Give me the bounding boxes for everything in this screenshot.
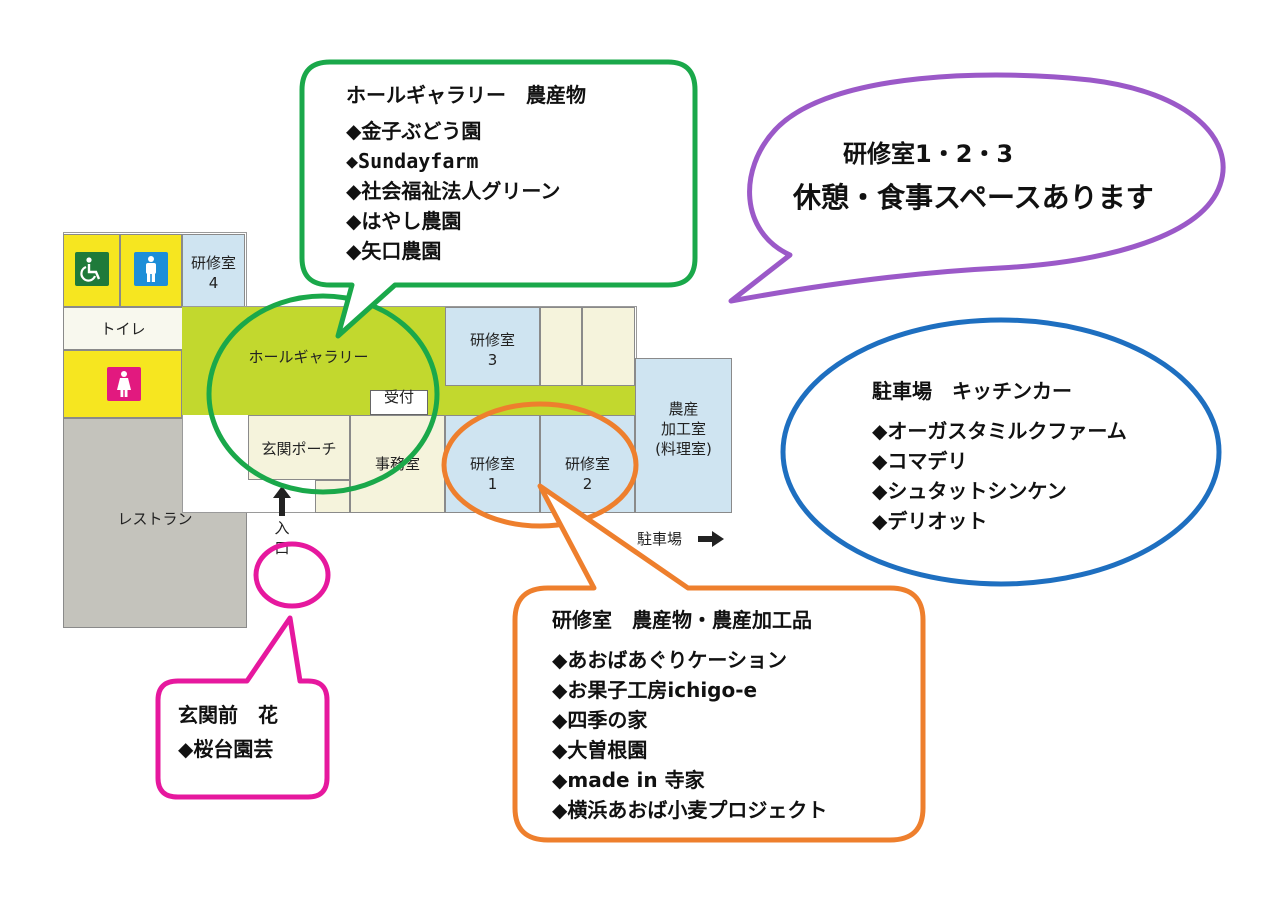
training-room-3-label: 研修室 3	[469, 331, 515, 369]
restaurant-label: レストラン	[117, 510, 193, 528]
parking-callout: 駐車場 キッチンカー ◆オーガスタミルクファーム ◆コマデリ ◆シュタットシンケ…	[872, 378, 1192, 536]
list-item: ◆はやし農園	[346, 209, 462, 233]
entrance-callout-title: 玄関前 花	[178, 703, 278, 727]
hall-callout-bubble	[299, 59, 698, 339]
list-item: ◆矢口農園	[346, 239, 442, 263]
list-item: ◆コマデリ	[872, 449, 968, 473]
list-item: ◆デリオット	[872, 509, 988, 533]
toilet-label: トイレ	[100, 320, 146, 338]
right-arrow-icon	[698, 531, 724, 551]
entrance-callout-bubble	[155, 615, 330, 800]
list-item: ◆made in 寺家	[552, 768, 705, 792]
entrance-step	[315, 480, 350, 513]
processing-room-label: 農産 加工室 (料理室)	[655, 400, 712, 458]
list-item: ◆シュタットシンケン	[872, 479, 1067, 503]
womens-toilet	[63, 350, 182, 418]
training-room-1-label: 研修室 1	[469, 455, 515, 493]
storage-room-b	[582, 307, 635, 386]
training-room-3: 研修室 3	[445, 307, 540, 386]
hall-callout-list: ◆金子ぶどう園 ◆Sundayfarm ◆社会福祉法人グリーン ◆はやし農園 ◆…	[346, 116, 686, 266]
list-item: ◆大曽根園	[552, 738, 648, 762]
parking-label: 駐車場	[637, 530, 683, 548]
hall-callout-title: ホールギャラリー 農産物	[346, 83, 586, 107]
entrance-highlight-circle	[253, 541, 331, 609]
corridor	[445, 386, 635, 415]
parking-callout-bubble	[780, 317, 1222, 587]
hall-callout: ホールギャラリー 農産物 ◆金子ぶどう園 ◆Sundayfarm ◆社会福祉法人…	[346, 82, 686, 266]
training-room-4-label: 研修室 4	[190, 254, 236, 292]
list-item: ◆あおばあぐりケーション	[552, 648, 787, 672]
training-room-2-label: 研修室 2	[564, 455, 610, 493]
entrance-callout: 玄関前 花 ◆桜台園芸	[178, 702, 328, 764]
training-callout: 研修室 農産物・農産加工品 ◆あおばあぐりケーション ◆お果子工房ichigo-…	[552, 607, 912, 825]
hall-gallery-label: ホールギャラリー	[248, 348, 369, 366]
parking-callout-list: ◆オーガスタミルクファーム ◆コマデリ ◆シュタットシンケン ◆デリオット	[872, 416, 1192, 536]
entrance-callout-list: ◆桜台園芸	[178, 734, 328, 764]
list-item: ◆オーガスタミルクファーム	[872, 419, 1127, 443]
toilet-corridor: トイレ	[63, 307, 183, 350]
hall-highlight-circle	[206, 293, 440, 495]
entrance-porch: 玄関ポーチ	[248, 415, 350, 480]
list-item: ◆四季の家	[552, 708, 648, 732]
list-item: ◆お果子工房ichigo-e	[552, 678, 758, 702]
list-item: ◆社会福祉法人グリーン	[346, 179, 561, 203]
list-item: ◆Sundayfarm	[346, 149, 479, 173]
accessible-toilet	[63, 234, 120, 307]
rooms123-callout-title: 研修室1・2・3	[843, 140, 1014, 168]
rooms123-callout-bubble	[728, 72, 1226, 304]
up-arrow-icon	[273, 486, 291, 520]
processing-room: 農産 加工室 (料理室)	[635, 358, 732, 513]
rooms123-callout-subtitle: 休憩・食事スペースあります	[793, 181, 1154, 214]
wheelchair-icon	[75, 252, 109, 286]
training-callout-bubble	[512, 483, 926, 843]
mens-toilet	[120, 234, 182, 307]
list-item: ◆金子ぶどう園	[346, 119, 482, 143]
reception: 受付	[370, 388, 428, 415]
woman-icon	[107, 367, 141, 401]
parking-callout-title: 駐車場 キッチンカー	[872, 379, 1072, 403]
storage-room-a	[540, 307, 582, 386]
entrance-porch-label: 玄関ポーチ	[261, 440, 337, 458]
entrance-label: 入 口	[274, 519, 290, 557]
training-callout-list: ◆あおばあぐりケーション ◆お果子工房ichigo-e ◆四季の家 ◆大曽根園 …	[552, 645, 912, 825]
training-highlight-circle	[441, 401, 639, 529]
reception-label: 受付	[383, 388, 414, 406]
training-callout-title: 研修室 農産物・農産加工品	[552, 608, 812, 632]
man-icon	[134, 252, 168, 286]
list-item: ◆桜台園芸	[178, 737, 274, 761]
list-item: ◆横浜あおば小麦プロジェクト	[552, 798, 828, 822]
